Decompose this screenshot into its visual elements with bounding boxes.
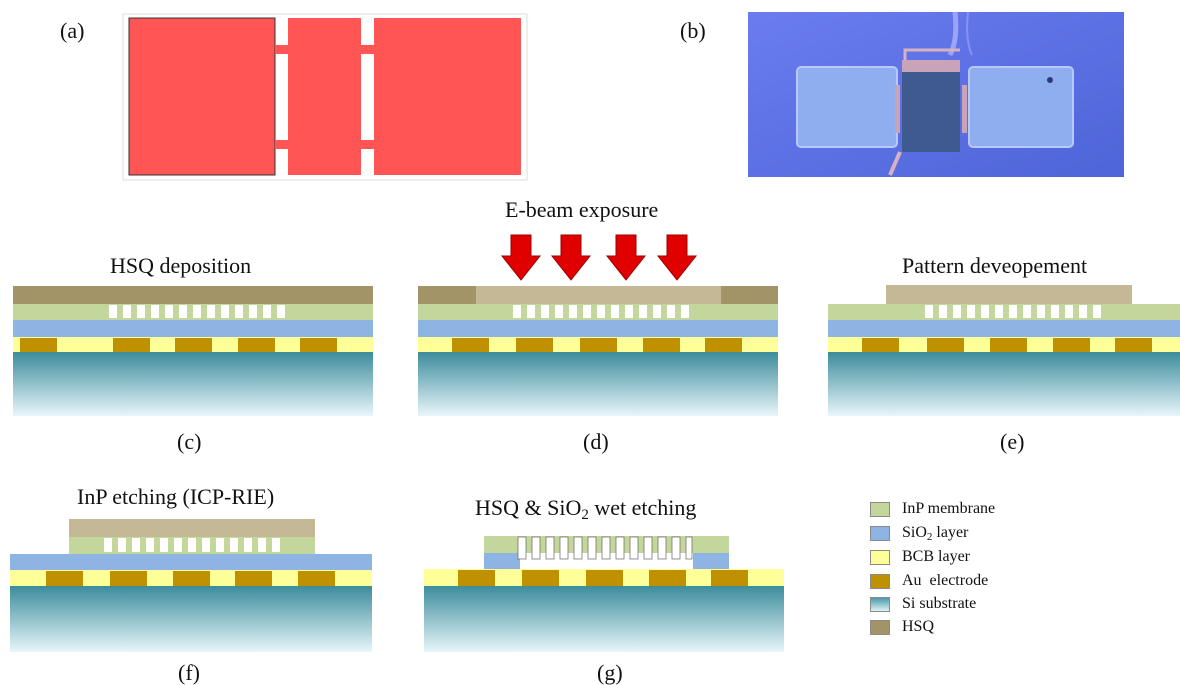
panel-label-d: (d)	[583, 429, 609, 454]
panel-label-a: (a)	[60, 18, 85, 43]
legend-item-au: Au electrode	[870, 572, 988, 590]
step-title-g-rest: wet etching	[588, 495, 697, 520]
step-g-cross-section	[424, 536, 784, 652]
step-title-f: InP etching (ICP-RIE)	[77, 484, 275, 509]
legend-swatch-au	[870, 573, 890, 589]
step-title-g-main: HSQ & SiO	[475, 495, 582, 520]
legend-swatch-bcb	[870, 549, 890, 565]
panel-label-f: (f)	[178, 660, 200, 685]
legend-label-sio2-main: SiO	[902, 524, 927, 541]
legend-swatch-si	[870, 596, 890, 612]
legend-label-sio2: SiO2 layer	[902, 524, 969, 543]
panel-label-g: (g)	[597, 660, 623, 685]
step-d-cross-section	[418, 286, 778, 416]
panel-label-b: (b)	[680, 18, 706, 43]
step-title-g-subscript: 2	[581, 507, 589, 523]
legend-swatch-sio2	[870, 525, 890, 541]
legend-label-sio2-sub: 2	[926, 531, 933, 543]
step-title-g: HSQ & SiO2 wet etching	[475, 495, 697, 523]
legend-label-hsq: HSQ	[902, 618, 935, 635]
ebeam-arrows	[500, 234, 698, 281]
panel-label-e: (e)	[1000, 429, 1025, 454]
legend-item-si: Si substrate	[870, 595, 976, 613]
legend-item-bcb: BCB layer	[870, 548, 970, 566]
step-title-d: E-beam exposure	[505, 197, 659, 222]
step-title-c: HSQ deposition	[110, 253, 252, 278]
legend-label-sio2-rest: layer	[932, 524, 969, 541]
step-title-e: Pattern deveopement	[902, 253, 1088, 278]
legend-item-inp: InP membrane	[870, 500, 995, 518]
legend-label-au: Au electrode	[902, 572, 989, 589]
legend-swatch-hsq	[870, 619, 890, 635]
step-f-cross-section	[10, 519, 372, 652]
design-pattern-image	[122, 13, 528, 181]
legend-label-si: Si substrate	[902, 595, 977, 612]
legend-item-sio2: SiO2 layer	[870, 524, 969, 543]
legend-swatch-inp	[870, 501, 890, 517]
step-e-cross-section	[828, 285, 1180, 416]
legend-item-hsq: HSQ	[870, 618, 934, 636]
legend-label-bcb: BCB layer	[902, 548, 970, 565]
legend-label-inp: InP membrane	[902, 500, 996, 517]
panel-label-c: (c)	[177, 429, 202, 454]
micrograph-image	[748, 11, 1124, 177]
step-c-cross-section	[13, 286, 373, 416]
